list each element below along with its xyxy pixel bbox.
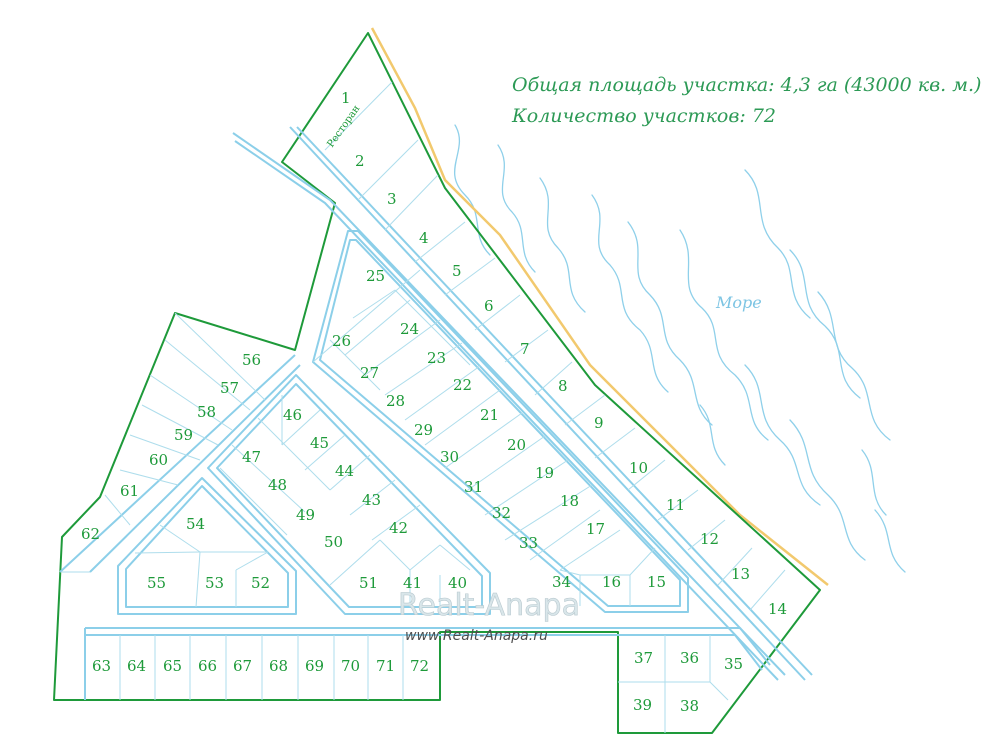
plot-label-58: 58 <box>197 403 216 421</box>
plot-label-16: 16 <box>602 573 621 591</box>
watermark-url: www.Realt-Anapa.ru <box>405 628 548 644</box>
plot-label-64: 64 <box>127 657 146 675</box>
plot-label-23: 23 <box>427 349 446 367</box>
plot-label-59: 59 <box>174 426 193 444</box>
plot-label-42: 42 <box>389 519 408 537</box>
plot-label-68: 68 <box>269 657 288 675</box>
plot-label-1: 1 <box>341 89 351 107</box>
plot-label-56: 56 <box>242 351 261 369</box>
plot-label-38: 38 <box>680 697 699 715</box>
plot-label-13: 13 <box>731 565 750 583</box>
plot-label-72: 72 <box>410 657 429 675</box>
plot-label-14: 14 <box>768 600 787 618</box>
sea-label: Море <box>715 293 762 312</box>
plot-label-36: 36 <box>680 649 699 667</box>
plot-label-7: 7 <box>520 340 530 358</box>
plot-label-66: 66 <box>198 657 217 675</box>
plot-label-20: 20 <box>507 436 526 454</box>
plot-label-29: 29 <box>414 421 433 439</box>
plot-label-10: 10 <box>629 459 648 477</box>
plot-label-32: 32 <box>492 504 511 522</box>
plot-label-71: 71 <box>376 657 395 675</box>
plot-label-62: 62 <box>81 525 100 543</box>
plot-label-12: 12 <box>700 530 719 548</box>
plot-label-69: 69 <box>305 657 324 675</box>
plot-label-9: 9 <box>594 414 604 432</box>
plot-label-35: 35 <box>724 655 743 673</box>
plot-label-5: 5 <box>452 262 462 280</box>
property-boundary <box>53 32 821 734</box>
plot-label-28: 28 <box>386 392 405 410</box>
plot-label-51: 51 <box>359 574 378 592</box>
plot-label-45: 45 <box>310 434 329 452</box>
roads <box>59 126 813 700</box>
plot-label-65: 65 <box>163 657 182 675</box>
sea-waves <box>454 124 906 573</box>
plot-label-44: 44 <box>335 462 354 480</box>
plot-label-24: 24 <box>400 320 419 338</box>
plot-label-8: 8 <box>558 377 568 395</box>
plot-label-43: 43 <box>362 491 381 509</box>
plot-label-60: 60 <box>149 451 168 469</box>
watermark-brand: Realt-Anapa <box>398 588 580 623</box>
plot-label-57: 57 <box>220 379 239 397</box>
plot-dividers <box>62 81 786 733</box>
plot-label-6: 6 <box>484 297 494 315</box>
plot-label-53: 53 <box>205 574 224 592</box>
plot-label-4: 4 <box>419 229 429 247</box>
plot-label-21: 21 <box>480 406 499 424</box>
plot-label-61: 61 <box>120 482 139 500</box>
plot-label-30: 30 <box>440 448 459 466</box>
plot-label-2: 2 <box>355 152 365 170</box>
plot-label-70: 70 <box>341 657 360 675</box>
plot-label-27: 27 <box>360 364 379 382</box>
plot-count-text: Количество участков: 72 <box>511 105 776 127</box>
plot-label-3: 3 <box>387 190 397 208</box>
plot-label-41: 41 <box>403 574 422 592</box>
plot-label-49: 49 <box>296 506 315 524</box>
plot-label-26: 26 <box>332 332 351 350</box>
plot-label-22: 22 <box>453 376 472 394</box>
plot-label-17: 17 <box>586 520 605 538</box>
total-area-text: Общая площадь участка: 4,3 га (43000 кв.… <box>512 74 981 96</box>
plot-label-11: 11 <box>666 496 685 514</box>
plot-label-63: 63 <box>92 657 111 675</box>
plot-label-40: 40 <box>448 574 467 592</box>
plot-label-67: 67 <box>233 657 252 675</box>
plot-label-37: 37 <box>634 649 653 667</box>
plot-label-47: 47 <box>242 448 261 466</box>
plot-label-31: 31 <box>464 478 483 496</box>
plot-label-55: 55 <box>147 574 166 592</box>
plot-label-52: 52 <box>251 574 270 592</box>
plot-label-25: 25 <box>366 267 385 285</box>
plot-label-54: 54 <box>186 515 205 533</box>
plot-label-39: 39 <box>633 696 652 714</box>
plot-label-33: 33 <box>519 534 538 552</box>
shoreline <box>370 27 829 586</box>
plot-label-34: 34 <box>552 573 571 591</box>
plot-label-19: 19 <box>535 464 554 482</box>
plot-label-46: 46 <box>283 406 302 424</box>
plot-labels: 1234567891011121314151617181920212223242… <box>81 89 787 715</box>
plot-label-18: 18 <box>560 492 579 510</box>
plot-label-50: 50 <box>324 533 343 551</box>
plot-label-48: 48 <box>268 476 287 494</box>
plot-label-15: 15 <box>647 573 666 591</box>
restaurant-label: Ресторан <box>325 103 362 150</box>
